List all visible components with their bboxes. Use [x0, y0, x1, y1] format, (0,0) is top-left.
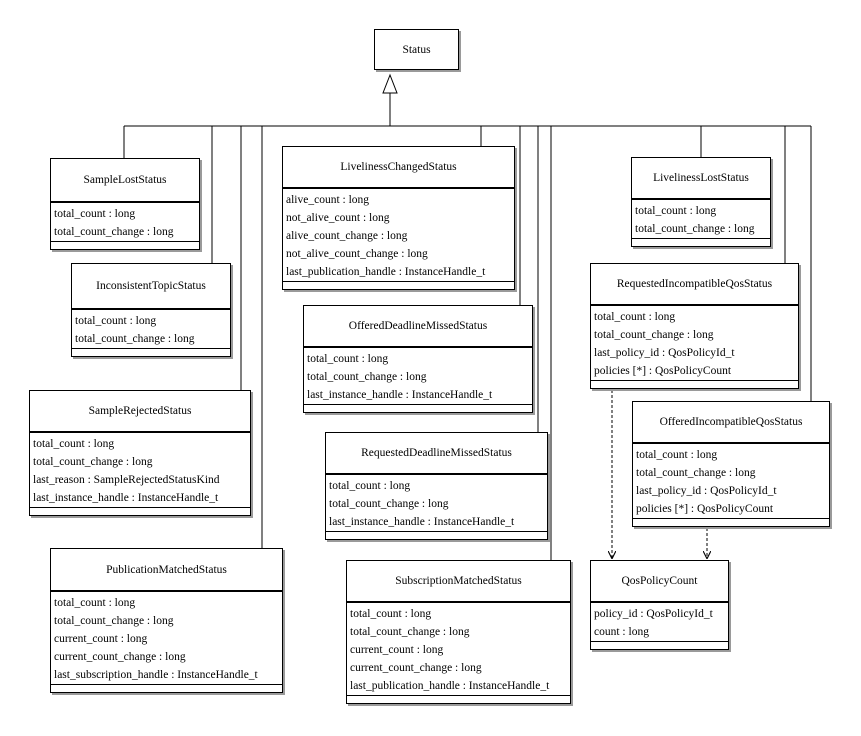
attribute: not_alive_count : long: [286, 212, 390, 224]
attribute: total_count_change : long: [307, 371, 427, 383]
class-sample-rejected-status[interactable]: SampleRejectedStatus total_count : long …: [29, 390, 251, 516]
class-name: OfferedIncompatibleQosStatus: [633, 402, 829, 444]
class-name: RequestedDeadlineMissedStatus: [326, 433, 547, 475]
attribute: total_count : long: [636, 449, 718, 461]
class-qos-policy-count[interactable]: QosPolicyCount policy_id : QosPolicyId_t…: [590, 560, 729, 650]
attribute: total_count_change : long: [636, 467, 756, 479]
attribute: last_instance_handle : InstanceHandle_t: [33, 492, 219, 504]
attribute: total_count_change : long: [329, 498, 449, 510]
operations-compartment: [326, 532, 547, 539]
attribute: last_publication_handle : InstanceHandle…: [350, 680, 550, 692]
class-name: SubscriptionMatchedStatus: [347, 561, 570, 603]
attribute-list: total_count : long total_count_change : …: [72, 310, 230, 349]
attribute-list: total_count : long total_count_change : …: [51, 592, 282, 685]
attribute: last_policy_id : QosPolicyId_t: [636, 485, 777, 497]
attribute: total_count : long: [329, 480, 411, 492]
class-offered-deadline-missed-status[interactable]: OfferedDeadlineMissedStatus total_count …: [303, 305, 533, 413]
operations-compartment: [30, 508, 250, 515]
attribute: total_count_change : long: [75, 333, 195, 345]
attribute: policy_id : QosPolicyId_t: [594, 608, 713, 620]
attribute: total_count : long: [635, 205, 717, 217]
attribute-list: policy_id : QosPolicyId_t count : long: [591, 603, 728, 642]
class-offered-incompatible-qos-status[interactable]: OfferedIncompatibleQosStatus total_count…: [632, 401, 830, 527]
class-name: SampleRejectedStatus: [30, 391, 250, 433]
operations-compartment: [51, 685, 282, 692]
operations-compartment: [283, 282, 514, 289]
operations-compartment: [347, 696, 570, 703]
attribute-list: total_count : long total_count_change : …: [304, 348, 532, 405]
operations-compartment: [51, 242, 199, 249]
attribute: last_reason : SampleRejectedStatusKind: [33, 474, 220, 486]
operations-compartment: [591, 381, 798, 388]
class-sample-lost-status[interactable]: SampleLostStatus total_count : long tota…: [50, 158, 200, 250]
attribute: total_count_change : long: [33, 456, 153, 468]
class-name: PublicationMatchedStatus: [51, 549, 282, 592]
attribute: last_policy_id : QosPolicyId_t: [594, 347, 735, 359]
class-status[interactable]: Status: [374, 29, 459, 70]
operations-compartment: [633, 519, 829, 526]
attribute: total_count : long: [33, 438, 115, 450]
attribute-list: total_count : long total_count_change : …: [51, 203, 199, 242]
attribute: last_instance_handle : InstanceHandle_t: [307, 389, 493, 401]
class-publication-matched-status[interactable]: PublicationMatchedStatus total_count : l…: [50, 548, 283, 693]
class-name: OfferedDeadlineMissedStatus: [304, 306, 532, 348]
operations-compartment: [72, 349, 230, 356]
class-name: InconsistentTopicStatus: [72, 264, 230, 310]
attribute: alive_count_change : long: [286, 230, 408, 242]
attribute: not_alive_count_change : long: [286, 248, 428, 260]
class-inconsistent-topic-status[interactable]: InconsistentTopicStatus total_count : lo…: [71, 263, 231, 357]
attribute: current_count_change : long: [54, 651, 186, 663]
attribute: total_count_change : long: [54, 615, 174, 627]
attribute: total_count_change : long: [635, 223, 755, 235]
attribute: total_count : long: [594, 311, 676, 323]
operations-compartment: [591, 642, 728, 649]
class-requested-deadline-missed-status[interactable]: RequestedDeadlineMissedStatus total_coun…: [325, 432, 548, 540]
attribute-list: total_count : long total_count_change : …: [591, 306, 798, 381]
class-liveliness-lost-status[interactable]: LivelinessLostStatus total_count : long …: [631, 157, 771, 247]
class-name: Status: [402, 43, 431, 56]
class-name: QosPolicyCount: [591, 561, 728, 603]
class-name: SampleLostStatus: [51, 159, 199, 203]
attribute: policies [*] : QosPolicyCount: [594, 365, 732, 377]
class-requested-incompatible-qos-status[interactable]: RequestedIncompatibleQosStatus total_cou…: [590, 263, 799, 389]
class-name: LivelinessLostStatus: [632, 158, 770, 200]
attribute: count : long: [594, 626, 649, 638]
attribute: current_count : long: [350, 644, 444, 656]
class-name: RequestedIncompatibleQosStatus: [591, 264, 798, 306]
attribute-list: total_count : long total_count_change : …: [30, 433, 250, 508]
attribute-list: alive_count : long not_alive_count : lon…: [283, 189, 514, 282]
operations-compartment: [632, 239, 770, 246]
attribute-list: total_count : long total_count_change : …: [347, 603, 570, 696]
attribute: policies [*] : QosPolicyCount: [636, 503, 774, 515]
class-liveliness-changed-status[interactable]: LivelinessChangedStatus alive_count : lo…: [282, 146, 515, 290]
attribute: current_count : long: [54, 633, 148, 645]
attribute-list: total_count : long total_count_change : …: [632, 200, 770, 239]
generalization-arrowhead: [382, 73, 398, 94]
attribute: total_count : long: [307, 353, 389, 365]
attribute: total_count : long: [350, 608, 432, 620]
attribute: current_count_change : long: [350, 662, 482, 674]
attribute: last_subscription_handle : InstanceHandl…: [54, 669, 258, 681]
class-subscription-matched-status[interactable]: SubscriptionMatchedStatus total_count : …: [346, 560, 571, 704]
class-name: LivelinessChangedStatus: [283, 147, 514, 189]
attribute: last_publication_handle : InstanceHandle…: [286, 266, 486, 278]
attribute: total_count_change : long: [350, 626, 470, 638]
attribute: total_count_change : long: [54, 226, 174, 238]
operations-compartment: [304, 405, 532, 412]
attribute-list: total_count : long total_count_change : …: [633, 444, 829, 519]
attribute: total_count : long: [54, 597, 136, 609]
attribute: last_instance_handle : InstanceHandle_t: [329, 516, 515, 528]
attribute: total_count_change : long: [594, 329, 714, 341]
attribute: total_count : long: [75, 315, 157, 327]
attribute-list: total_count : long total_count_change : …: [326, 475, 547, 532]
attribute: alive_count : long: [286, 194, 370, 206]
attribute: total_count : long: [54, 208, 136, 220]
